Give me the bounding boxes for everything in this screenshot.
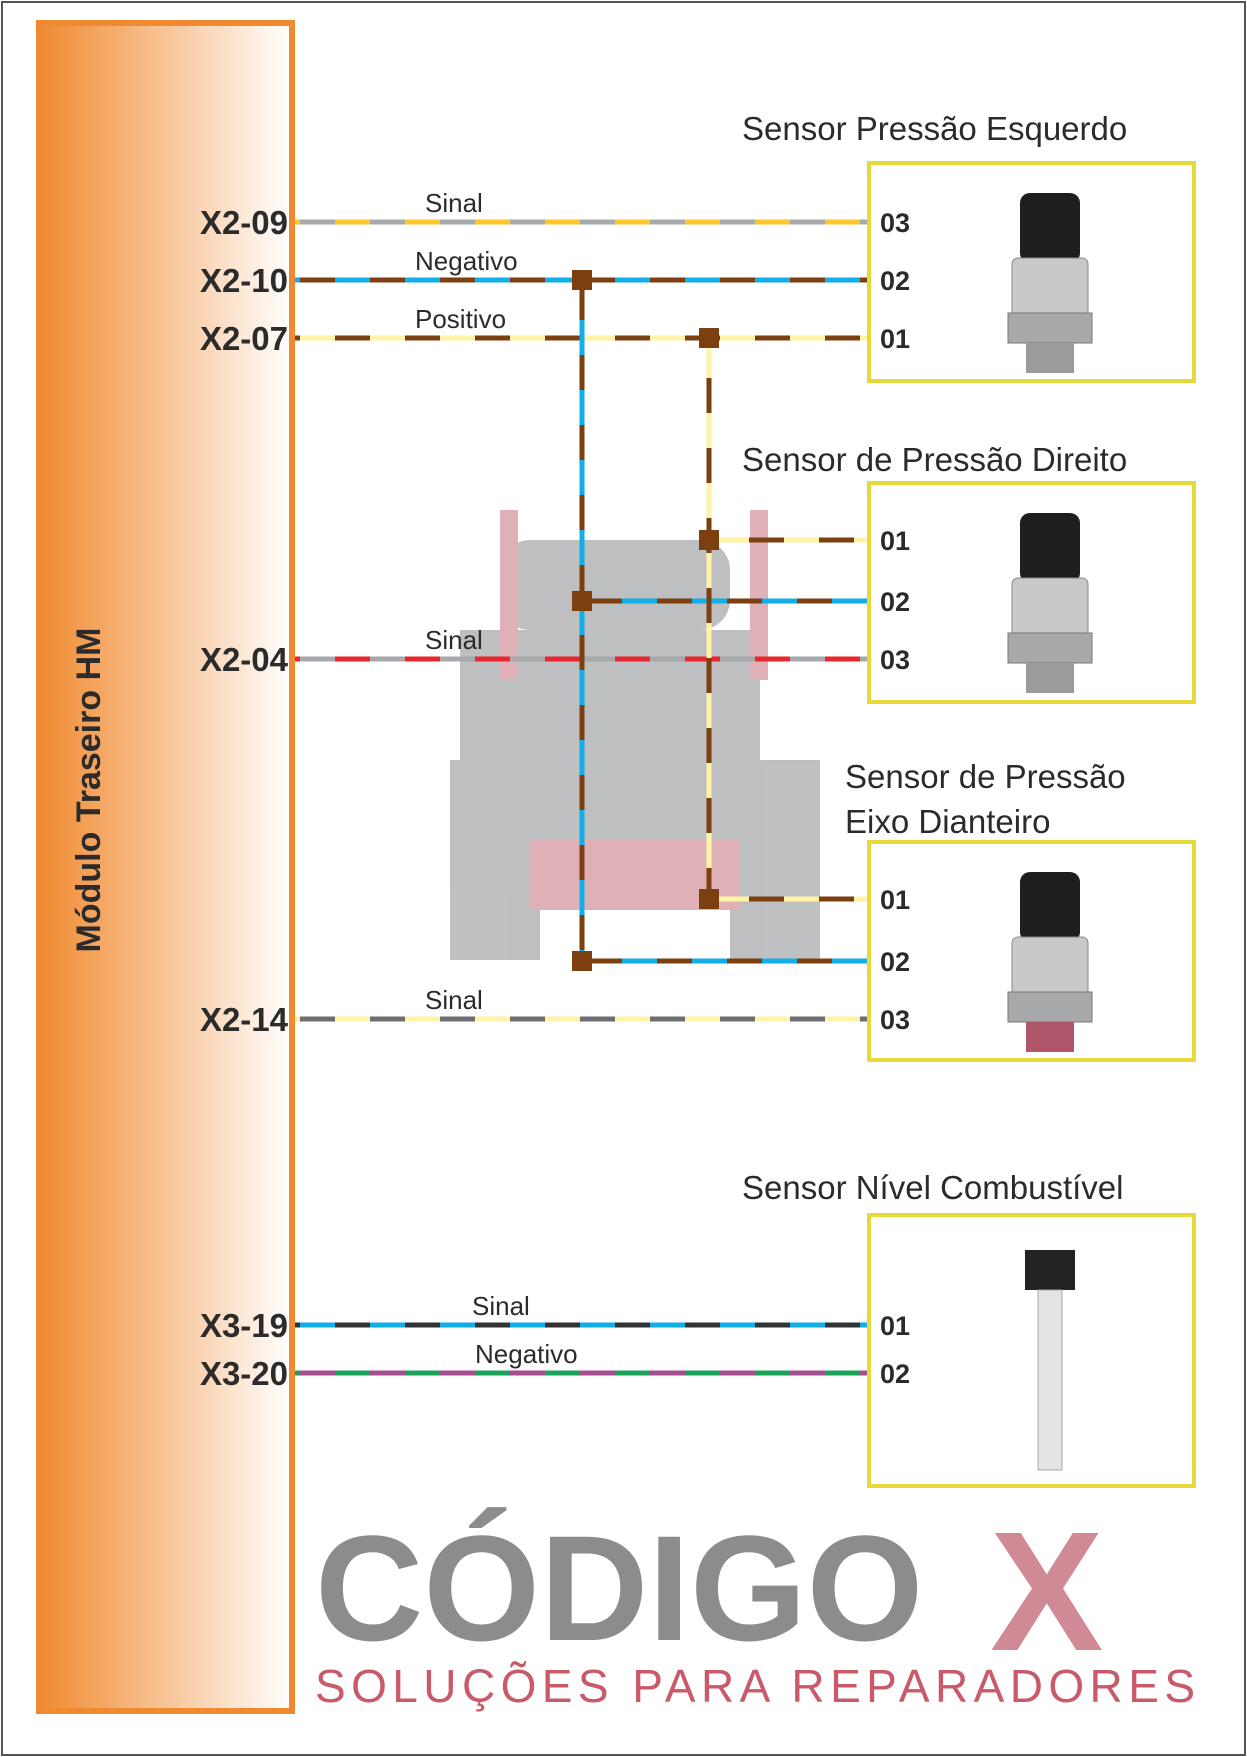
sensor-2: Sensor de Pressão Direito 01 02 03 [742,441,1196,704]
sensor-box [867,840,1196,1062]
pressure-sensor-image [1007,872,1093,1052]
watermark-x: X [990,1497,1103,1687]
sensor-title: Sensor de Pressão [845,758,1126,795]
module-block [36,20,295,1714]
fuel-level-sensor-image [1025,1250,1075,1471]
wire-label: Sinal [425,188,483,218]
sensor-box [867,161,1196,383]
sensor-box [867,1213,1196,1488]
connector-label: X2-14 [200,1001,289,1038]
wire-label: Negativo [475,1339,578,1369]
sensor-title: Eixo Dianteiro [845,803,1050,840]
junction-node [699,328,719,348]
wires [295,219,870,1376]
watermark-brand: CÓDIGO [315,1504,923,1672]
sensor-pin-label: 03 [880,645,910,675]
connector-label: X3-19 [200,1307,288,1344]
module-label: Módulo Traseiro HM [70,628,108,953]
sensor-title: Sensor Pressão Esquerdo [742,110,1127,147]
connector-label: X2-07 [200,320,288,357]
wire-label: Sinal [472,1291,530,1321]
junction-node [572,951,592,971]
connector-label: X2-04 [200,641,289,678]
junction-node [572,591,592,611]
wire-label: Positivo [415,304,506,334]
truck-logo [450,510,820,960]
sensor-pin-label: 01 [880,526,910,556]
sensor-title: Sensor de Pressão Direito [742,441,1127,478]
junction-node [699,530,719,550]
sensor-pin-label: 03 [880,1005,910,1035]
sensor-pin-label: 02 [880,587,910,617]
wire-label: Sinal [425,985,483,1015]
sensor-4: Sensor Nível Combustível 01 02 [742,1169,1196,1488]
sensor-pin-label: 02 [880,947,910,977]
sensor-pin-label: 03 [880,208,910,238]
sensor-pin-label: 02 [880,266,910,296]
sensor-pin-label: 01 [880,324,910,354]
sensor-pin-label: 02 [880,1359,910,1389]
sensor-title: Sensor Nível Combustível [742,1169,1123,1206]
connector-label: X2-09 [200,204,288,241]
watermark-tagline: SOLUÇÕES PARA REPARADORES [315,1660,1195,1712]
wire-label: Negativo [415,246,518,276]
sensor-pin-label: 01 [880,885,910,915]
sensor-pin-label: 01 [880,1311,910,1341]
pressure-sensor-image [1007,193,1093,373]
labels: X2-09SinalX2-10NegativoX2-07PositivoX2-0… [200,110,1196,1488]
junction-node [572,270,592,290]
sensor-box [867,481,1196,704]
connector-label: X3-20 [200,1355,288,1392]
connector-label: X2-10 [200,262,288,299]
wire-label: Sinal [425,625,483,655]
pressure-sensor-image [1007,513,1093,693]
watermark: CÓDIGO X SOLUÇÕES PARA REPARADORES [315,1497,1195,1712]
junction-node [699,889,719,909]
sensor-1: Sensor Pressão Esquerdo 03 02 01 [742,110,1196,383]
